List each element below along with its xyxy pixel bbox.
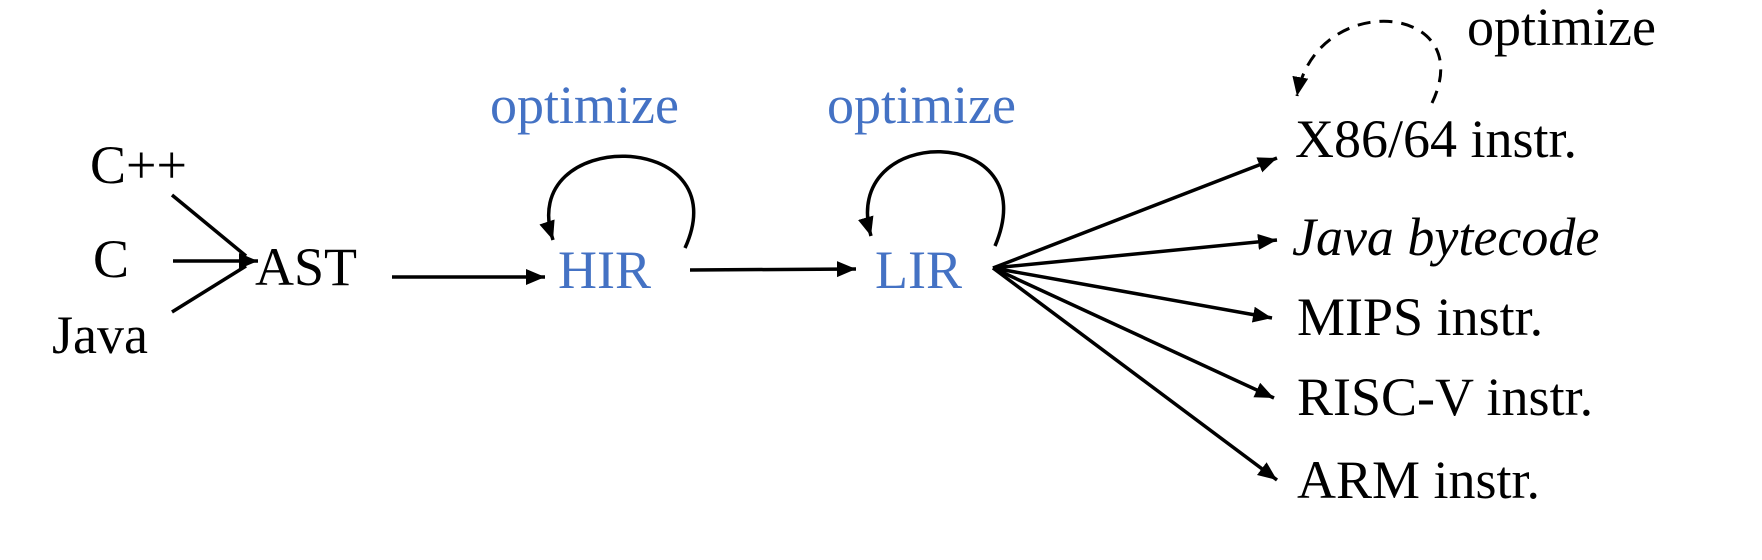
target-label-mips: MIPS instr. (1297, 287, 1543, 347)
arrow-cpp-to-ast (170, 193, 248, 258)
target-label-arm: ARM instr. (1297, 450, 1540, 510)
stage-label-hir: HIR (558, 240, 651, 300)
target-label-x86: X86/64 instr. (1295, 109, 1577, 169)
target-label-java-bytecode: Java bytecode (1292, 207, 1599, 267)
arrow-lir-to-riscv (992, 266, 1275, 400)
arrow-java-to-ast (171, 264, 247, 314)
source-label-java: Java (52, 305, 148, 365)
arrow-lir-to-arm (991, 266, 1279, 482)
target-label-riscv: RISC-V instr. (1297, 367, 1593, 427)
arrow-lir-to-java-bytecode (992, 233, 1278, 270)
loop-label-hir-optimize: optimize (490, 75, 679, 135)
arrow-lir-to-mips (992, 266, 1273, 323)
stage-label-ast: AST (255, 237, 357, 297)
arrow-hir-to-lir (689, 261, 857, 278)
loop-lir-optimize-arc (858, 150, 1006, 247)
arrow-lir-to-x86 (992, 156, 1278, 270)
loop-hir-optimize-arc (539, 154, 696, 249)
stage-label-lir: LIR (875, 240, 962, 300)
source-label-cpp: C++ (90, 135, 187, 195)
source-label-c: C (93, 229, 129, 289)
loop-x86-optimize-dashed-arc (1292, 19, 1442, 104)
loop-label-lir-optimize: optimize (827, 75, 1016, 135)
loop-label-x86-optimize: optimize (1467, 0, 1656, 57)
